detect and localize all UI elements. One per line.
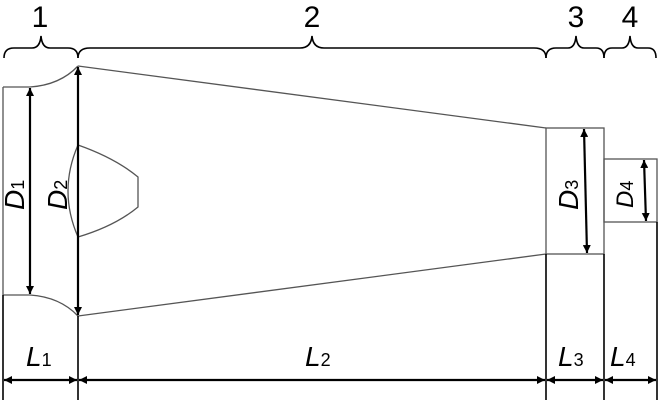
section-1-bottom [3,294,79,317]
l2-label: L2 [305,341,331,372]
section-label-1: 1 [32,1,49,34]
brace-1 [3,35,79,59]
part-outline [2,65,658,317]
section-4 [603,158,658,223]
l4-label: L4 [610,341,636,372]
l3-label: L3 [558,341,584,372]
brace-2 [77,35,547,59]
d3-arrow [580,128,591,254]
section-1-top [3,65,79,88]
section-label-4: 4 [622,1,639,34]
d4-label: D4 [612,181,639,208]
section-label-2: 2 [304,1,321,34]
d4-arrow [640,159,650,222]
diameter-arrows [26,67,650,315]
dome-cavity [77,144,139,238]
d1-label: D1 [0,180,30,210]
extension-lines [2,222,658,400]
d2-label: D2 [42,180,73,210]
brace-3 [545,35,605,59]
section-braces [3,35,657,59]
brace-4 [603,35,657,59]
d3-label: D3 [553,180,584,210]
section-label-3: 3 [568,1,585,34]
taper-top [77,65,547,129]
taper-bottom [77,253,547,317]
l1-label: L1 [26,341,52,372]
